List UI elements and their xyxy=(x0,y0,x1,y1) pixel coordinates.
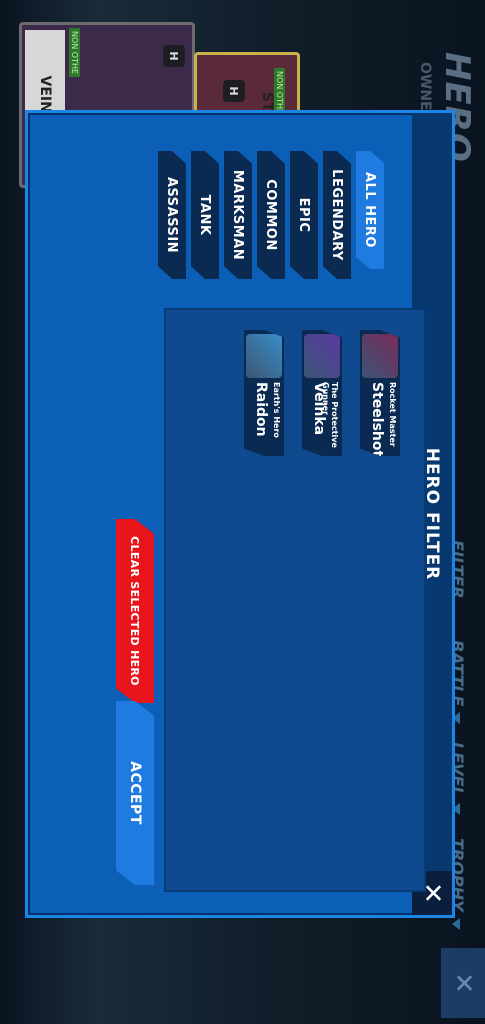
hero-avatar xyxy=(246,334,282,378)
hero-name: Raidon xyxy=(253,382,269,437)
hero-subtitle: Earth's Hero xyxy=(272,382,281,438)
hero-avatar xyxy=(362,334,398,378)
chevron-down-icon xyxy=(452,917,461,930)
category-marksman[interactable]: MARKSMAN xyxy=(224,151,252,279)
hero-name: Veinka xyxy=(311,382,327,436)
hero-card-raidon[interactable]: Earth's Hero Raidon xyxy=(244,330,284,456)
hero-card-steelshot[interactable]: Rocket Master Steelshot xyxy=(360,330,400,456)
clear-selected-hero-button[interactable]: CLEAR SELECTED HERO xyxy=(116,519,154,703)
category-tank[interactable]: TANK xyxy=(191,151,219,279)
hero-filter-dialog: HERO FILTER ✕ ALL HERO LEGENDARY EPIC CO… xyxy=(25,110,455,918)
bg-hero-badge-icon: H xyxy=(223,80,245,102)
category-epic[interactable]: EPIC xyxy=(290,151,318,279)
accept-button[interactable]: ACCEPT xyxy=(116,701,154,885)
category-assassin[interactable]: ASSASSIN xyxy=(158,151,186,279)
category-all-hero[interactable]: ALL HERO xyxy=(356,151,384,269)
hero-name: Steelshot xyxy=(369,382,385,458)
hero-avatar xyxy=(304,334,340,378)
category-legendary[interactable]: LEGENDARY xyxy=(323,151,351,279)
hero-subtitle: Rocket Master xyxy=(388,382,397,447)
hero-list-panel: Rocket Master Steelshot The Protective G… xyxy=(164,308,426,892)
bg-close-button[interactable]: ✕ xyxy=(441,948,485,1018)
bg-hero-card-2-name: ST xyxy=(259,92,275,112)
hero-card-veinka[interactable]: The Protective Gunner Veinka xyxy=(302,330,342,456)
bg-tag: NON OTHE xyxy=(69,28,80,78)
close-icon: ✕ xyxy=(448,972,478,994)
category-common[interactable]: COMMON xyxy=(257,151,285,279)
bg-hero-badge-icon: H xyxy=(163,45,185,67)
category-list: ALL HERO LEGENDARY EPIC COMMON MARKSMAN … xyxy=(84,151,424,281)
